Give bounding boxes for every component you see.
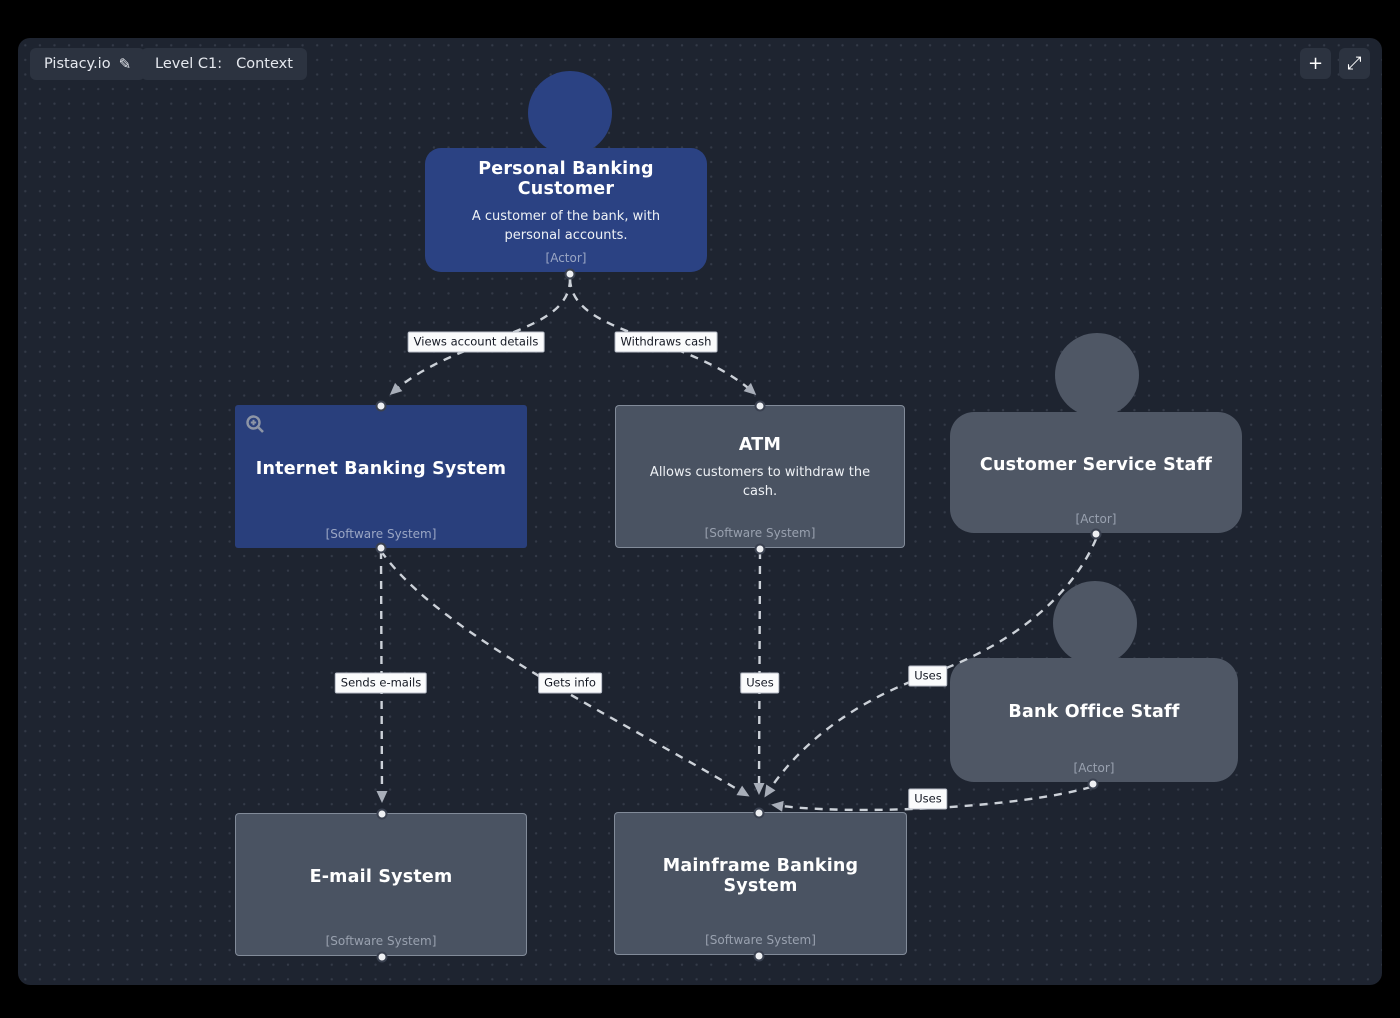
plus-icon: + bbox=[1307, 53, 1324, 74]
edge-label-uses-atm[interactable]: Uses bbox=[740, 672, 780, 694]
edge-label-views-account-details[interactable]: Views account details bbox=[407, 331, 545, 353]
node-meta: [Software System] bbox=[704, 526, 816, 540]
node-meta: [Actor] bbox=[1075, 512, 1117, 526]
edge-label-uses-bank-office[interactable]: Uses bbox=[908, 788, 948, 810]
edge-label-gets-info[interactable]: Gets info bbox=[538, 672, 602, 694]
node-title: Internet Banking System bbox=[255, 458, 507, 479]
edit-pencil-icon: ✎ bbox=[118, 54, 132, 73]
node-title: Mainframe Banking System bbox=[662, 855, 859, 896]
node-meta: [Actor] bbox=[1073, 761, 1115, 775]
project-name-button[interactable]: Pistacy.io ✎ bbox=[30, 48, 146, 80]
edge-label-sends-emails[interactable]: Sends e-mails bbox=[334, 672, 428, 694]
edge-label-uses-customer-service[interactable]: Uses bbox=[908, 665, 948, 687]
fullscreen-button[interactable]: ⤢ bbox=[1339, 48, 1370, 79]
node-mainframe-banking-system[interactable]: Mainframe Banking System [Software Syste… bbox=[614, 812, 907, 955]
actor-head-customer-service-staff bbox=[1055, 333, 1139, 417]
level-indicator-button[interactable]: Level C1: Context bbox=[141, 48, 307, 80]
diagram-canvas[interactable]: Personal Banking Customer A customer of … bbox=[18, 38, 1382, 985]
node-title: Personal Banking Customer bbox=[478, 158, 654, 199]
actor-head-personal-banking-customer bbox=[528, 71, 612, 155]
node-title: Bank Office Staff bbox=[1008, 702, 1180, 722]
node-meta: [Software System] bbox=[705, 933, 816, 947]
node-description: A customer of the bank, with personal ac… bbox=[471, 208, 661, 243]
edge-label-withdraws-cash[interactable]: Withdraws cash bbox=[614, 331, 718, 353]
node-meta: [Software System] bbox=[325, 527, 437, 541]
node-atm[interactable]: ATM Allows customers to withdraw the cas… bbox=[615, 405, 905, 548]
node-meta: [Actor] bbox=[545, 251, 587, 265]
level-value: Context bbox=[236, 56, 293, 72]
actor-head-bank-office-staff bbox=[1053, 581, 1137, 665]
expand-arrows-icon: ⤢ bbox=[1347, 53, 1362, 74]
node-bank-office-staff[interactable]: Bank Office Staff [Actor] bbox=[950, 658, 1238, 782]
node-internet-banking-system[interactable]: Internet Banking System [Software System… bbox=[235, 405, 527, 548]
node-description: Allows customers to withdraw the cash. bbox=[649, 465, 871, 499]
project-name-label: Pistacy.io bbox=[44, 56, 111, 72]
zoom-in-button[interactable]: + bbox=[1300, 48, 1331, 79]
node-personal-banking-customer[interactable]: Personal Banking Customer A customer of … bbox=[425, 148, 707, 272]
node-title: Customer Service Staff bbox=[979, 454, 1213, 475]
node-meta: [Software System] bbox=[325, 934, 437, 948]
node-email-system[interactable]: E-mail System [Software System] bbox=[235, 813, 527, 956]
node-title: ATM bbox=[738, 435, 782, 456]
zoom-in-magnifier-icon[interactable] bbox=[245, 414, 265, 434]
node-title: E-mail System bbox=[309, 866, 453, 887]
edge-uses-atm[interactable] bbox=[753, 550, 765, 795]
level-label: Level C1: bbox=[155, 56, 223, 72]
node-customer-service-staff[interactable]: Customer Service Staff [Actor] bbox=[950, 412, 1242, 533]
